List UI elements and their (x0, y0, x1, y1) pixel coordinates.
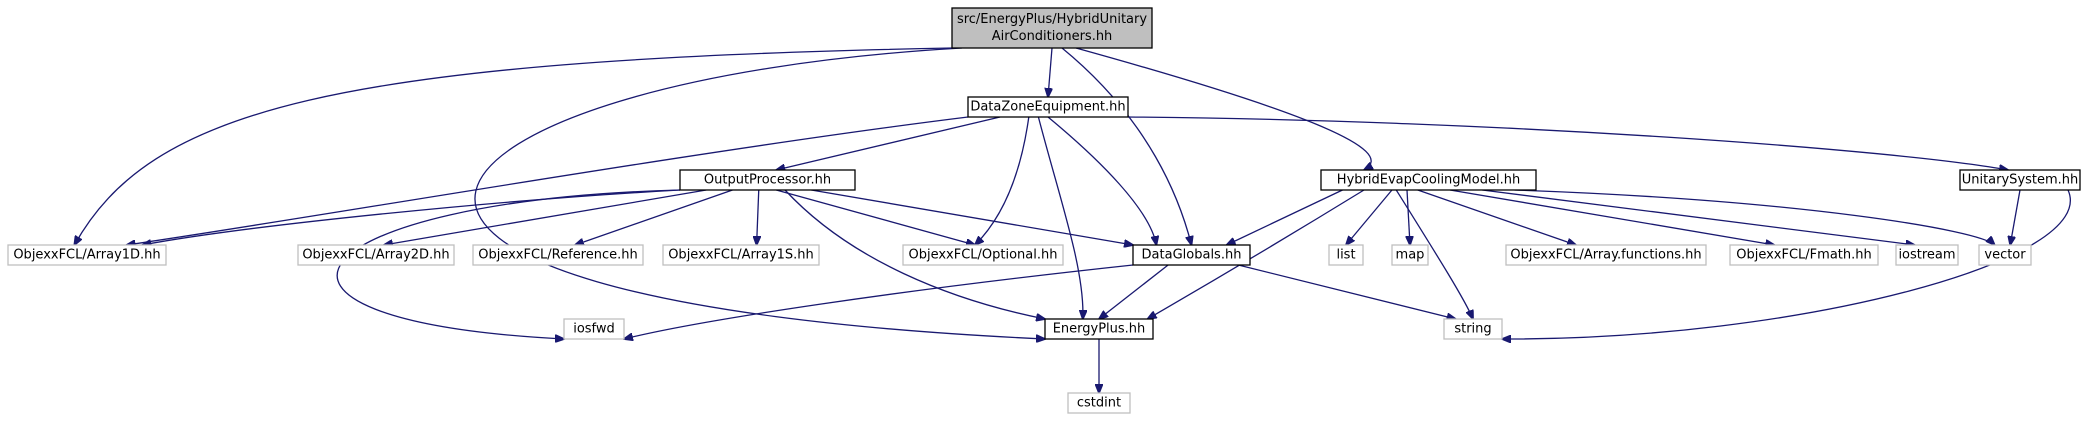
node-label: ObjexxFCL/Array1D.hh (13, 248, 160, 263)
node-unitarysystem-hh[interactable]: UnitarySystem.hh (1959, 169, 2081, 191)
node-label: ObjexxFCL/Reference.hh (478, 248, 638, 263)
node-box (1895, 244, 1959, 266)
edge-dataglobals-to-iosfwd (624, 264, 1134, 339)
node-box (563, 318, 625, 340)
edge-hybridevap-to-dataglobals (1227, 189, 1343, 245)
edge-hybridevap-to-arrayfunctions (1417, 189, 1576, 245)
edge-datazone-to-optional (975, 116, 1030, 245)
node-box (1320, 169, 1537, 191)
node-label: iosfwd (573, 322, 615, 337)
node-label: ObjexxFCL/Array2D.hh (302, 248, 449, 263)
node-box (1959, 169, 2081, 191)
node-box (472, 244, 644, 266)
node-label: EnergyPlus.hh (1053, 322, 1146, 337)
node-box (7, 244, 167, 266)
node-box (1328, 244, 1364, 266)
node-box (967, 96, 1129, 118)
edge-hybridevap-to-iostream (1482, 189, 1914, 245)
node-label: src/EnergyPlus/HybridUnitary (957, 12, 1147, 27)
node-objexxfcl-array1s-hh: ObjexxFCL/Array1S.hh (662, 244, 820, 266)
node-iostream: iostream (1895, 244, 1959, 266)
node-map: map (1391, 244, 1429, 266)
edge-datazone-to-energyplus (1037, 116, 1083, 319)
node-label: iostream (1898, 248, 1955, 263)
node-dataglobals-hh[interactable]: DataGlobals.hh (1132, 244, 1251, 266)
edge-output-to-array2d (384, 189, 707, 245)
node-box (297, 244, 455, 266)
node-energyplus-hh[interactable]: EnergyPlus.hh (1044, 318, 1154, 340)
edge-output-to-dataglobals (811, 189, 1133, 245)
edge-datazone-to-dataglobals (1047, 116, 1156, 245)
node-box (1391, 244, 1429, 266)
node-box (1044, 318, 1154, 340)
edge-hybridevap-to-fmath (1449, 189, 1774, 245)
node-objexxfcl-array2d-hh: ObjexxFCL/Array2D.hh (297, 244, 455, 266)
edge-hybridevap-to-string (1395, 189, 1473, 319)
edge-datazone-to-array1d (127, 116, 969, 245)
node-box (662, 244, 820, 266)
node-label: OutputProcessor.hh (704, 173, 831, 188)
node-hybridevapcoolingmodel-hh[interactable]: HybridEvapCoolingModel.hh (1320, 169, 1537, 191)
edge-datazone-to-output (776, 116, 1001, 170)
node-label: cstdint (1077, 396, 1121, 411)
edge-output-to-energyplus (784, 189, 1045, 319)
node-objexxfcl-array-functions-hh: ObjexxFCL/Array.functions.hh (1505, 244, 1707, 266)
edge-dataglobals-to-energyplus (1099, 264, 1169, 319)
node-datazoneequipment-hh[interactable]: DataZoneEquipment.hh (967, 96, 1129, 118)
node-objexxfcl-fmath-hh: ObjexxFCL/Fmath.hh (1729, 244, 1879, 266)
edge-root-to-dataglobals (1061, 47, 1192, 245)
edge-output-to-array1s (757, 189, 759, 245)
edge-hybridevap-to-energyplus (1148, 189, 1365, 319)
node-box (902, 244, 1064, 266)
edges-layer (74, 47, 2071, 393)
node-label: ObjexxFCL/Fmath.hh (1736, 248, 1871, 263)
node-label: vector (1984, 248, 2026, 263)
edge-output-to-array1d (142, 189, 681, 245)
node-box (1729, 244, 1879, 266)
nodes-layer: src/EnergyPlus/HybridUnitaryAirCondition… (7, 7, 2081, 414)
edge-root-to-datazone (1048, 47, 1052, 97)
node-label: ObjexxFCL/Array1S.hh (668, 248, 814, 263)
node-outputprocessor-hh[interactable]: OutputProcessor.hh (679, 169, 856, 191)
edge-hybridevap-to-vector (1514, 189, 1995, 245)
node-label: ObjexxFCL/Optional.hh (908, 248, 1057, 263)
edge-datazone-to-unitary (1127, 116, 2008, 170)
node-string: string (1443, 318, 1503, 340)
edge-root-to-array1d (74, 47, 953, 245)
node-box (1443, 318, 1503, 340)
node-label: map (1396, 248, 1425, 263)
node-label: AirConditioners.hh (992, 29, 1113, 44)
edge-unitary-to-vector (2010, 189, 2021, 245)
node-label: string (1454, 322, 1491, 337)
node-box (951, 7, 1153, 49)
node-box (1978, 244, 2032, 266)
edge-output-to-optional (776, 189, 975, 245)
edge-root-to-hybridevap (1075, 47, 1371, 170)
edge-output-to-reference (575, 189, 733, 245)
node-box (679, 169, 856, 191)
edge-dataglobals-to-string (1238, 264, 1455, 319)
node-label: DataZoneEquipment.hh (970, 100, 1125, 115)
node-box (1505, 244, 1707, 266)
node-list: list (1328, 244, 1364, 266)
edge-hybridevap-to-list (1346, 189, 1393, 245)
edge-root-to-energyplus (474, 47, 1045, 339)
edge-unitary-to-string (1502, 189, 2071, 339)
node-objexxfcl-reference-hh: ObjexxFCL/Reference.hh (472, 244, 644, 266)
node-iosfwd: iosfwd (563, 318, 625, 340)
node-cstdint: cstdint (1067, 392, 1131, 414)
node-label: DataGlobals.hh (1142, 248, 1242, 263)
edge-hybridevap-to-map (1407, 189, 1410, 245)
node-src-energyplus-hybridunitary-airconditioners-hh[interactable]: src/EnergyPlus/HybridUnitaryAirCondition… (951, 7, 1153, 49)
node-box (1132, 244, 1251, 266)
node-label: list (1336, 248, 1355, 263)
node-label: HybridEvapCoolingModel.hh (1337, 173, 1520, 188)
node-objexxfcl-optional-hh: ObjexxFCL/Optional.hh (902, 244, 1064, 266)
node-label: UnitarySystem.hh (1962, 173, 2079, 188)
node-vector: vector (1978, 244, 2032, 266)
node-objexxfcl-array1d-hh: ObjexxFCL/Array1D.hh (7, 244, 167, 266)
node-box (1067, 392, 1131, 414)
node-label: ObjexxFCL/Array.functions.hh (1510, 248, 1701, 263)
